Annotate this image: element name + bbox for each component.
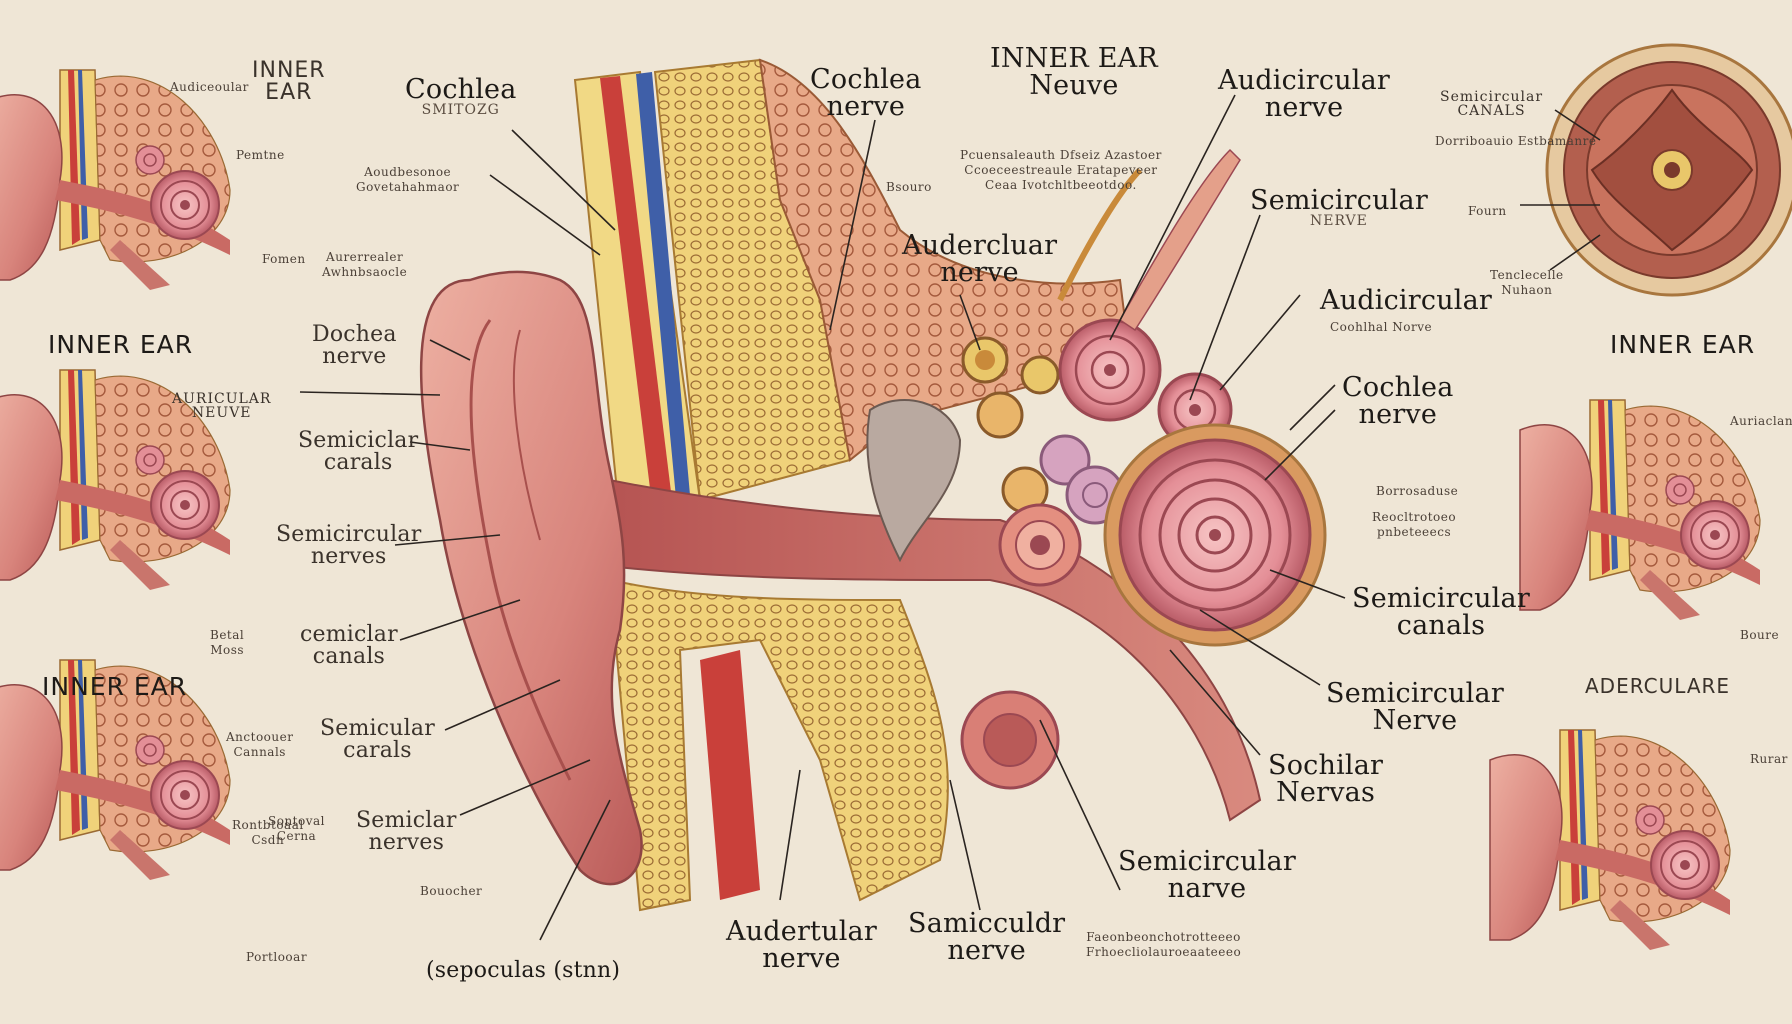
- label-semiciclar-carals: Semiciclar carals: [298, 428, 419, 475]
- label-semicircular-nerves-left: Semicircular nerves: [276, 522, 422, 569]
- label-cochlea: Cochlea SMITOZG: [405, 74, 517, 118]
- semicircular-canals: [1057, 148, 1241, 448]
- tiny-text-23: Boure: [1740, 628, 1780, 642]
- label-dochea-nerve: Dochea nerve: [312, 322, 397, 369]
- label-canals-top-right: Semicircular CANALS: [1440, 89, 1544, 119]
- label-aderculare-right: ADERCULARE: [1585, 674, 1731, 698]
- cochlea-cross-section: [1545, 43, 1792, 297]
- label-samicculdr-nerve: Samicculdr nerve: [908, 908, 1066, 966]
- tiny-text-22: Rurar: [1750, 752, 1788, 766]
- tiny-text-21: Pemtne: [236, 148, 285, 162]
- label-auricular-neuve: AURICULAR NEUVE: [172, 391, 272, 421]
- label-audercluar-nerve: Audercluar nerve: [902, 230, 1058, 288]
- label-audicircular-mid: Audicircular: [1320, 285, 1493, 316]
- leader-lines: [299, 94, 1601, 941]
- tiny-text-1: Audiceoular: [170, 80, 249, 94]
- tiny-text-4: Fomen: [262, 252, 306, 266]
- label-inner-ear-left-2: INNER EAR: [42, 672, 188, 701]
- label-semicircular-right-top: Semicircular NERVE: [1250, 185, 1428, 229]
- label-sepoculas: (sepoculas (stnn): [426, 958, 621, 983]
- label-cochlea-nerve-right: Cochlea nerve: [1342, 372, 1454, 430]
- label-sochilar-nervas: Sochilar Nervas: [1268, 750, 1384, 808]
- label-audertular-nerve: Audertular nerve: [726, 916, 877, 974]
- tiny-text-15: Portlooar: [246, 950, 308, 964]
- ossicles: [866, 336, 1125, 587]
- label-semicircular-canals-right: Semicircular canals: [1352, 583, 1530, 641]
- tiny-text-6: Bsouro: [886, 180, 932, 194]
- label-semiclar-nerves: Semiclar nerves: [356, 808, 457, 855]
- tiny-text-9: Fourn: [1468, 204, 1507, 218]
- label-semicircular-narve: Semicircular narve: [1118, 846, 1296, 904]
- label-inner-ear-right: INNER EAR: [1610, 330, 1756, 359]
- tiny-text-7: Coohlhal Norve: [1330, 320, 1433, 334]
- label-inner-ear-neuve: INNER EAR Neuve: [990, 43, 1158, 101]
- label-inner-ear-left-1: INNER EAR: [48, 330, 194, 359]
- tiny-text-8: Dorriboauio Estbamanre: [1435, 134, 1597, 148]
- tiny-text-14: Bouocher: [420, 884, 483, 898]
- label-cochlea-nerve-top: Cochlea nerve: [810, 64, 922, 122]
- label-semicircular-nerve-right: Semicircular Nerve: [1326, 678, 1504, 736]
- tiny-text-16: Auriaclaner: [1730, 414, 1792, 428]
- label-audicircular-top: Audicircular nerve: [1218, 65, 1391, 123]
- label-semicular-carals: Semicular carals: [320, 716, 435, 763]
- cochlea-spiral: [1103, 423, 1327, 647]
- tiny-text-11: Borrosaduse: [1376, 484, 1459, 498]
- label-cemiclar-canals: cemiclar canals: [300, 622, 398, 669]
- label-inner-ear-top-left: INNER EAR: [252, 58, 326, 105]
